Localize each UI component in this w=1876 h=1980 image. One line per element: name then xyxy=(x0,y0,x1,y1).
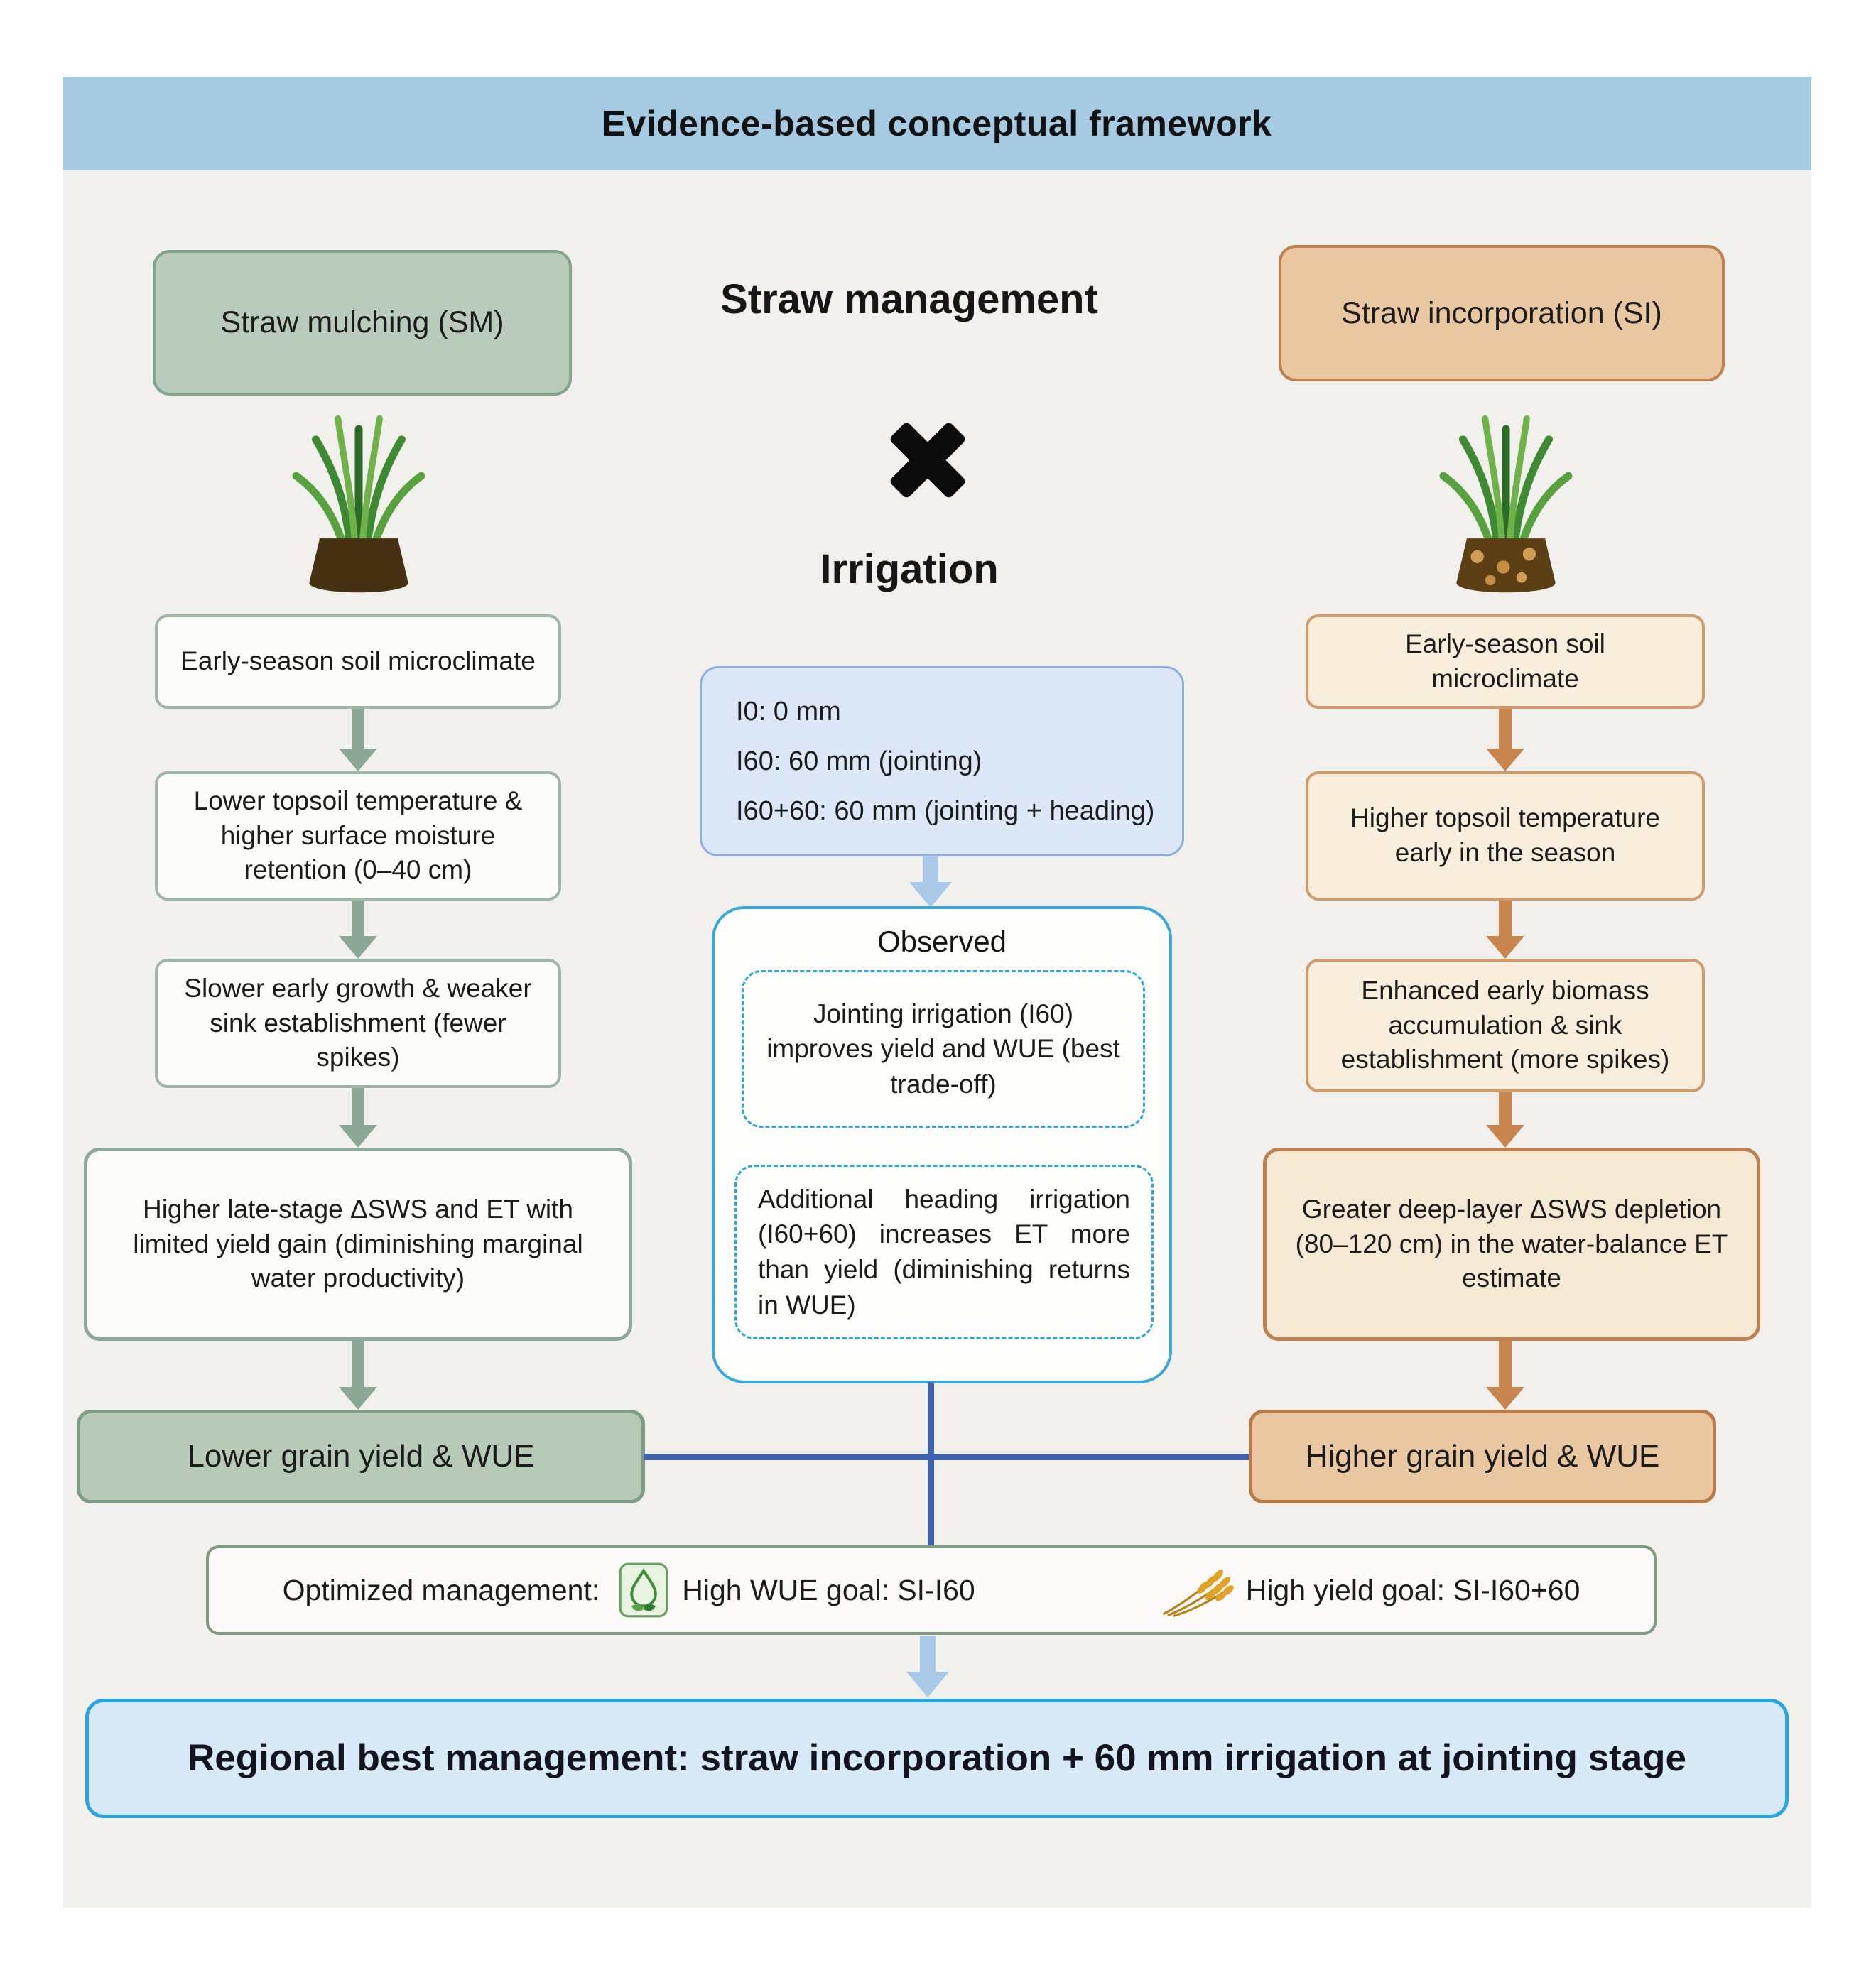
sm-arrow-2 xyxy=(339,901,377,959)
observed-title: Observed xyxy=(877,925,1007,958)
observed-finding-1-label: Jointing irrigation (I60) improves yield… xyxy=(766,999,1120,1099)
connector-vertical xyxy=(928,1382,934,1547)
optimized-label: Optimized management: xyxy=(282,1573,600,1606)
optimized-box: Optimized management: High WUE goal: SI-… xyxy=(206,1545,1657,1635)
yield-goal-text: High yield goal: SI-I60+60 xyxy=(1245,1573,1580,1606)
multiply-icon xyxy=(888,420,967,500)
center-arrow-2 xyxy=(906,1636,949,1697)
sm-outcome-label: Lower grain yield & WUE xyxy=(187,1438,535,1474)
sm-step-box-4: Higher late-stage ΔSWS and ET with limit… xyxy=(84,1148,632,1341)
irrigation-heading: Irrigation xyxy=(820,546,999,592)
sm-plant-icon xyxy=(281,406,437,611)
header-bar: Evidence-based conceptual framework xyxy=(63,77,1811,170)
sm-step-1-label: Early-season soil microclimate xyxy=(180,646,536,676)
sm-title-box: Straw mulching (SM) xyxy=(153,250,572,396)
si-step-1-label: Early-season soil microclimate xyxy=(1405,629,1605,693)
page-title: Evidence-based conceptual framework xyxy=(602,104,1272,143)
connector-horizontal xyxy=(644,1454,1250,1460)
si-outcome-label: Higher grain yield & WUE xyxy=(1305,1438,1660,1474)
sm-step-box-1: Early-season soil microclimate xyxy=(155,614,561,709)
si-title-label: Straw incorporation (SI) xyxy=(1341,295,1662,330)
si-arrow-3 xyxy=(1486,1092,1524,1148)
si-step-2-label: Higher topsoil temperature early in the … xyxy=(1350,803,1660,867)
observed-finding-2-label: Additional heading irrigation (I60+60) i… xyxy=(758,1184,1130,1320)
si-step-box-1: Early-season soil microclimate xyxy=(1306,614,1705,709)
si-step-3-label: Enhanced early biomass accumulation & si… xyxy=(1340,975,1670,1075)
center-arrow-1 xyxy=(909,856,952,908)
si-step-box-3: Enhanced early biomass accumulation & si… xyxy=(1306,959,1705,1092)
wheat-icon xyxy=(1156,1563,1236,1617)
sm-step-4-label: Higher late-stage ΔSWS and ET with limit… xyxy=(133,1194,583,1293)
observed-box: Observed Jointing irrigation (I60) impro… xyxy=(712,906,1172,1383)
observed-finding-2: Additional heading irrigation (I60+60) i… xyxy=(734,1165,1154,1339)
sm-arrow-3 xyxy=(339,1088,377,1148)
si-arrow-4 xyxy=(1486,1341,1524,1410)
irrigation-level-1: I0: 0 mm xyxy=(736,696,841,727)
si-arrow-2 xyxy=(1486,901,1524,959)
si-step-box-4: Greater deep-layer ΔSWS depletion (80–12… xyxy=(1263,1148,1760,1341)
sm-step-box-3: Slower early growth & weaker sink establ… xyxy=(155,959,561,1088)
regional-text: Regional best management: straw incorpor… xyxy=(187,1737,1687,1780)
sm-step-box-2: Lower topsoil temperature & higher surfa… xyxy=(155,771,561,901)
regional-box: Regional best management: straw incorpor… xyxy=(85,1699,1789,1818)
irrigation-level-3: I60+60: 60 mm (jointing + heading) xyxy=(736,795,1155,826)
si-step-4-label: Greater deep-layer ΔSWS depletion (80–12… xyxy=(1295,1194,1728,1293)
sm-step-2-label: Lower topsoil temperature & higher surfa… xyxy=(193,785,523,885)
si-outcome-box: Higher grain yield & WUE xyxy=(1249,1410,1716,1503)
sm-title-label: Straw mulching (SM) xyxy=(220,305,504,340)
sm-arrow-4 xyxy=(339,1341,377,1410)
si-step-box-2: Higher topsoil temperature early in the … xyxy=(1306,771,1705,901)
straw-management-heading: Straw management xyxy=(720,276,1098,322)
si-arrow-1 xyxy=(1486,709,1524,771)
wue-goal-text: High WUE goal: SI-I60 xyxy=(682,1573,975,1606)
sm-step-3-label: Slower early growth & weaker sink establ… xyxy=(184,973,532,1072)
irrigation-level-2: I60: 60 mm (jointing) xyxy=(736,746,982,776)
observed-finding-1: Jointing irrigation (I60) improves yield… xyxy=(742,970,1145,1128)
si-title-box: Straw incorporation (SI) xyxy=(1279,245,1725,381)
water-drop-leaves-icon xyxy=(618,1562,669,1619)
si-plant-icon xyxy=(1428,406,1584,611)
sm-arrow-1 xyxy=(339,709,377,771)
irrigation-levels-box: I0: 0 mm I60: 60 mm (jointing) I60+60: 6… xyxy=(700,666,1184,856)
sm-outcome-box: Lower grain yield & WUE xyxy=(77,1410,645,1503)
